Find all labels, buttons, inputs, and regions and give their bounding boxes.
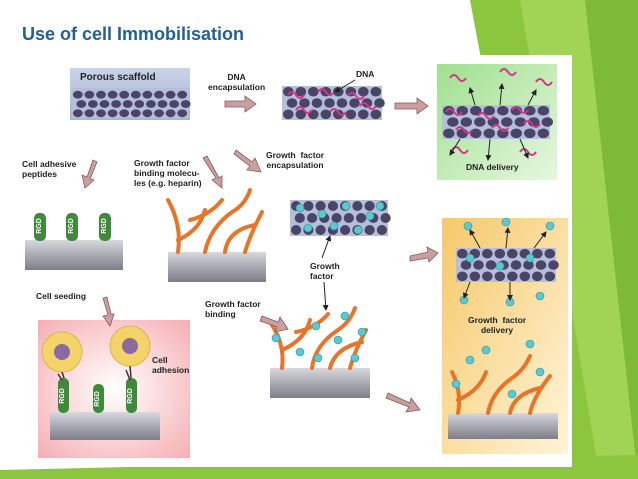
process-arrows <box>81 95 439 413</box>
growth-factor-delivery-box <box>442 217 568 454</box>
label-growth-factor-encapsulation: Growth factor encapsulation <box>266 150 325 170</box>
porous-scaffold-block <box>70 68 191 120</box>
delivery-arrows <box>449 83 547 301</box>
label-dna-encapsulation: DNA encapsulation <box>208 72 266 92</box>
label-cell-seeding: Cell seeding <box>36 291 87 301</box>
label-dna-delivery: DNA delivery <box>466 162 519 172</box>
rgd-peptides <box>25 213 123 270</box>
rgd-label: RGD <box>67 218 75 234</box>
rgd-label: RGD <box>100 218 108 234</box>
rgd-label: RGD <box>93 391 101 407</box>
dna-delivery-box <box>437 64 557 180</box>
growth-factor-binding-fibers <box>270 306 370 398</box>
label-dna: DNA <box>356 69 375 79</box>
growth-factor-scaffold <box>290 200 391 236</box>
rgd-label: RGD <box>35 218 43 234</box>
label-growth-factor-binding: Growth factor binding <box>205 299 261 319</box>
slide-title: Use of cell Immobilisation <box>22 24 245 44</box>
pointer-arrows <box>321 79 356 311</box>
rgd-label: RGD <box>58 388 66 404</box>
label-growth-factor: Growth factor <box>310 261 340 281</box>
label-growth-factor-delivery: Growth factor delivery <box>468 315 527 335</box>
cell-adhesion-box <box>38 320 190 458</box>
rgd-label: RGD <box>126 388 134 404</box>
dna-scaffold <box>282 86 385 120</box>
label-growth-factor-binding-molecules: Growth factor binding molecu- les (e.g. … <box>134 158 202 188</box>
label-cell-adhesive-peptides: Cell adhesive peptides <box>22 159 77 179</box>
heparin-fibers <box>166 188 266 282</box>
label-porous-scaffold: Porous scaffold <box>80 72 156 83</box>
label-cell-adhesion: Cell adhesion <box>152 355 190 375</box>
